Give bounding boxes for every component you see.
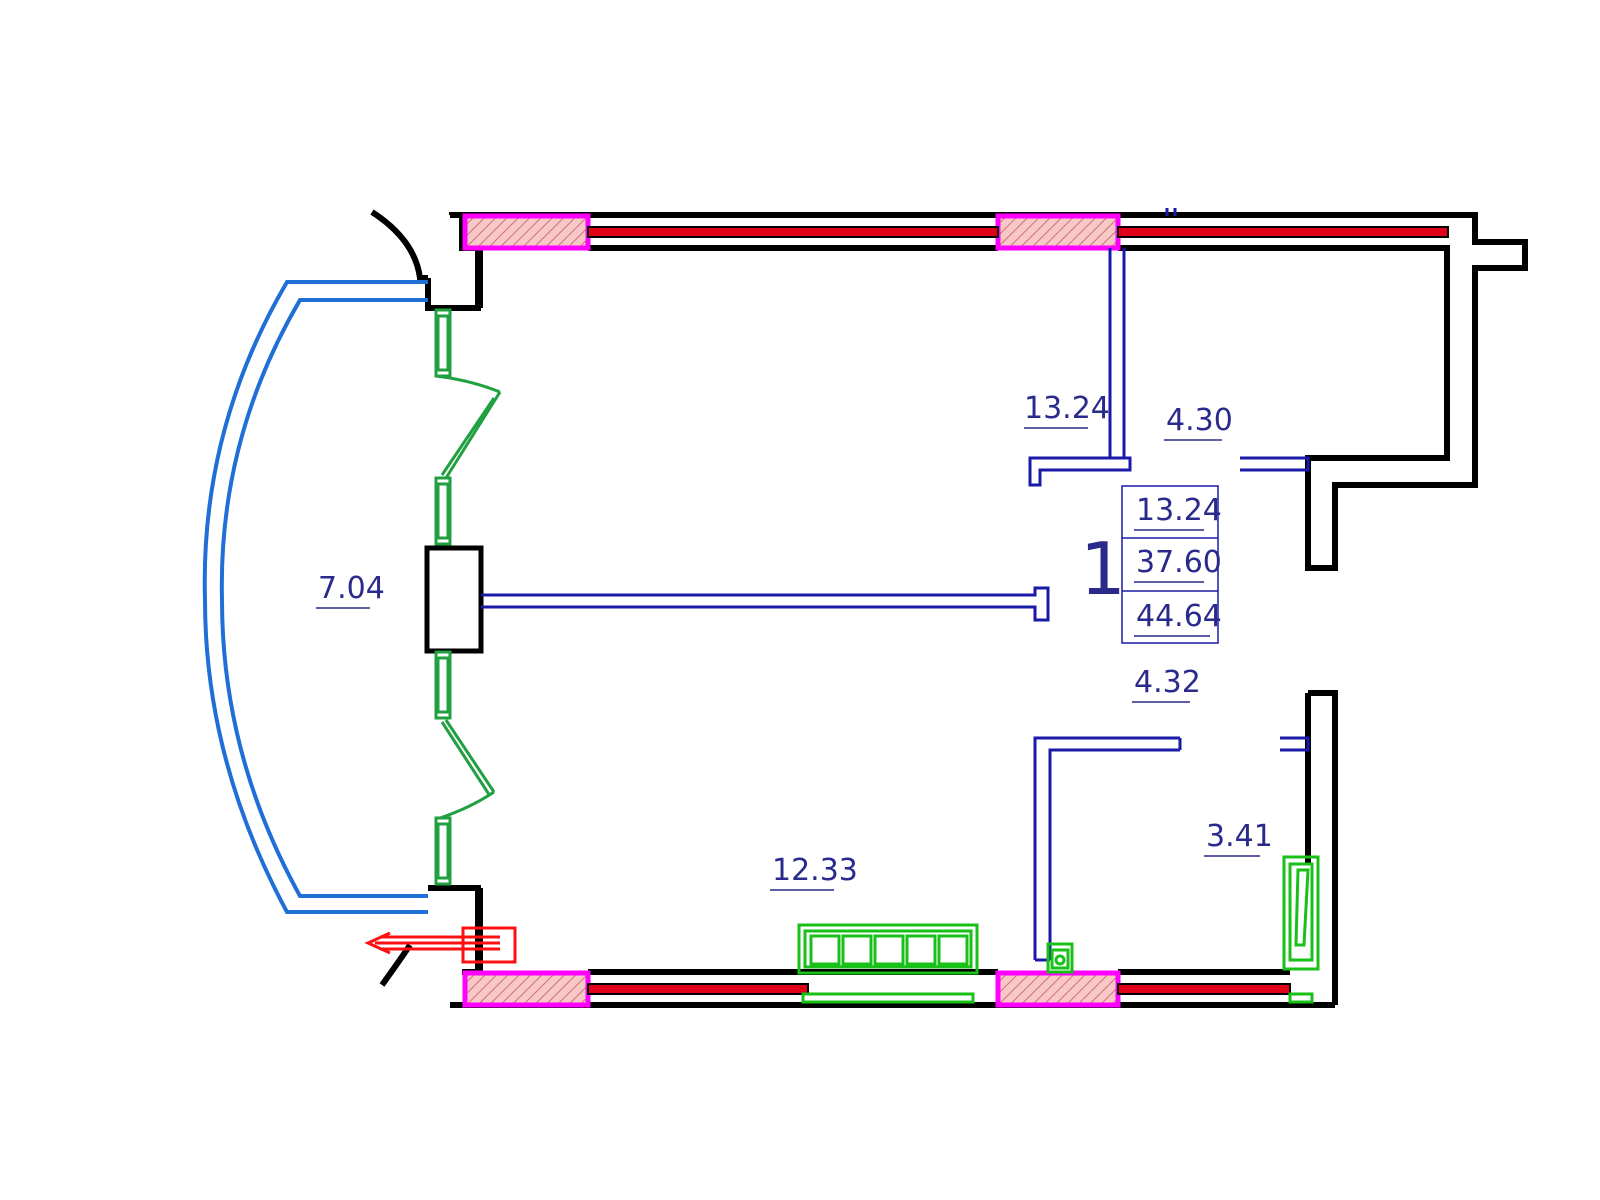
area-room-top: 13.24 (1024, 391, 1110, 426)
window-bottom-middle (995, 970, 1121, 1008)
radiator (364, 926, 517, 964)
balcony-doors (434, 308, 502, 886)
balcony (202, 280, 428, 914)
summary-living: 13.24 (1136, 493, 1222, 528)
summary-total: 37.60 (1136, 545, 1222, 580)
area-bathroom: 3.41 (1206, 819, 1273, 854)
area-labels: 13.24 4.30 7.04 1 13.24 37.60 44.64 4.32… (316, 391, 1273, 891)
unit-number: 1 (1080, 527, 1126, 611)
area-closet-top: 4.30 (1166, 403, 1233, 438)
area-balcony: 7.04 (318, 571, 385, 606)
pier (424, 545, 484, 654)
area-summary-box (1121, 485, 1219, 644)
partitions (481, 208, 1310, 962)
window-top-left (462, 213, 591, 251)
window-top-middle (995, 213, 1121, 251)
window-bottom-left (462, 970, 591, 1008)
area-kitchen: 12.33 (772, 853, 858, 888)
glazing (587, 226, 1449, 995)
area-hall: 4.32 (1134, 665, 1201, 700)
bathroom-fixture (1282, 855, 1320, 1004)
kitchen-fixtures (797, 923, 1074, 1004)
summary-total-with-balcony: 44.64 (1136, 599, 1222, 634)
